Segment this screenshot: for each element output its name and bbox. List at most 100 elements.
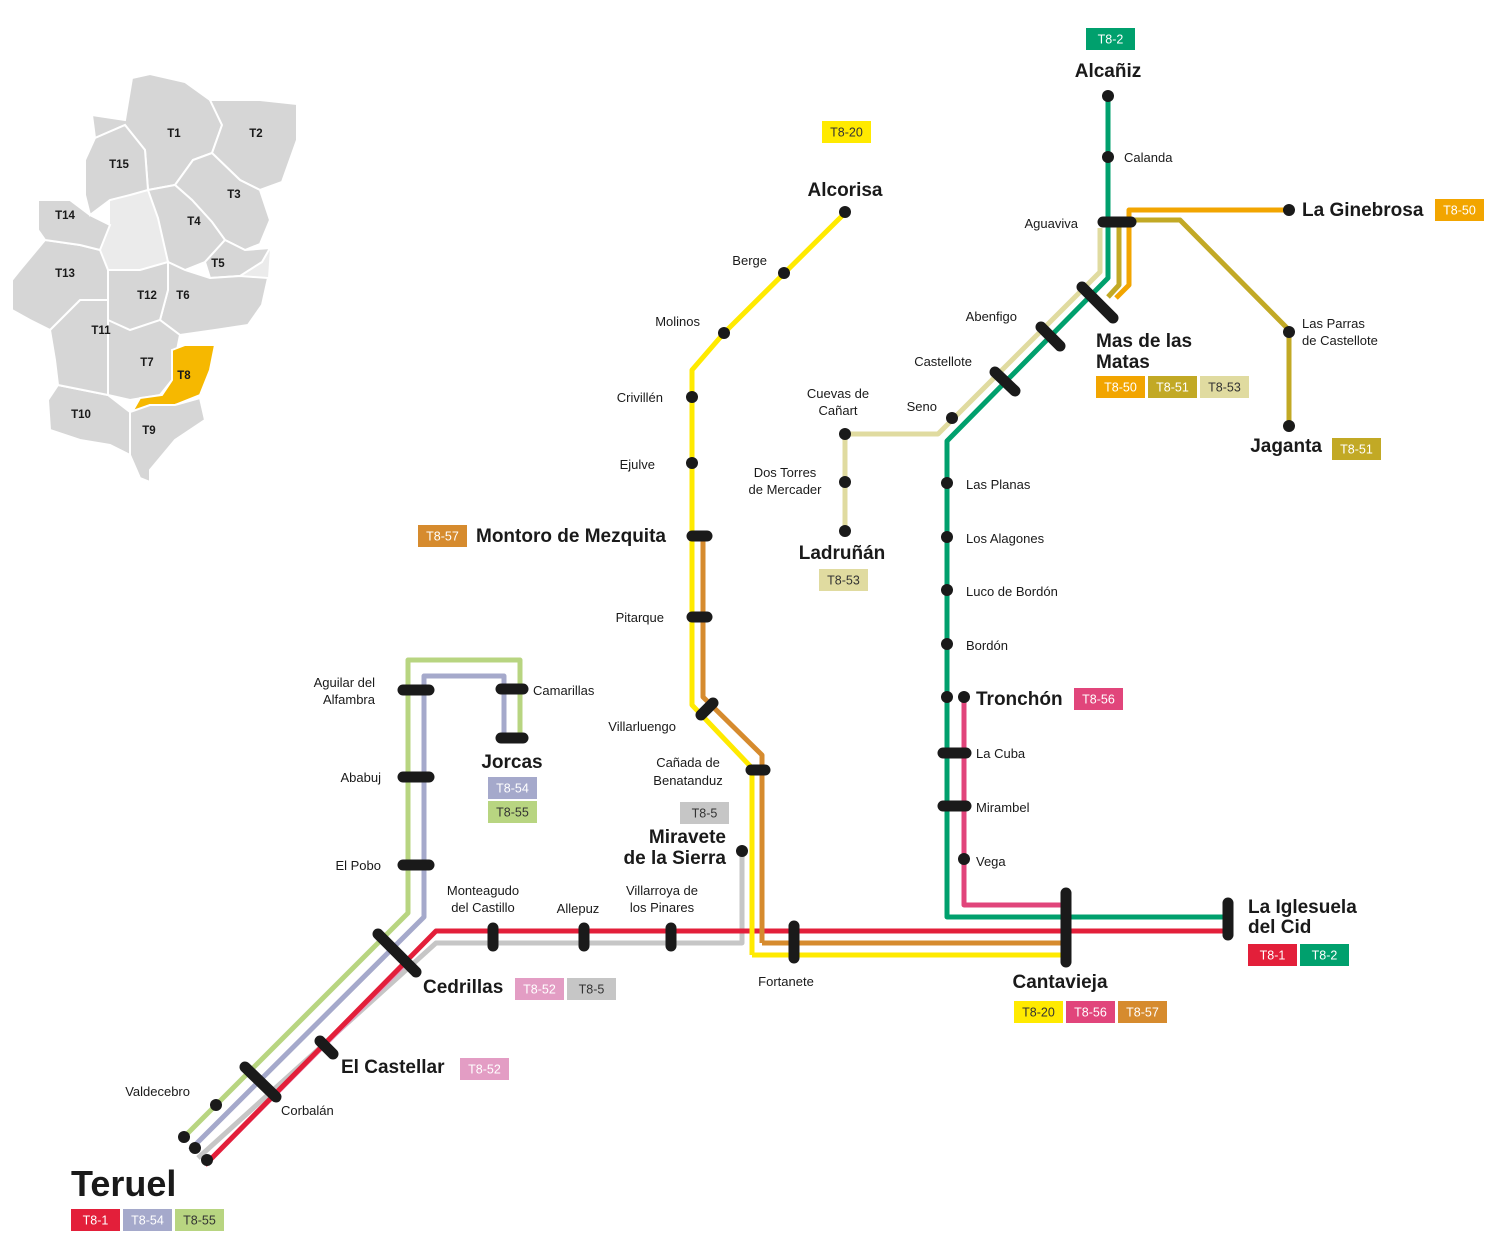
stop-interchange-bar bbox=[239, 1061, 282, 1103]
inset-neighbour-area bbox=[100, 190, 168, 270]
line-badge-label: T8-20 bbox=[830, 126, 863, 140]
station-label-line: Castellote bbox=[914, 354, 972, 369]
line-badge-swatch bbox=[1200, 376, 1249, 398]
stop-markers bbox=[178, 90, 1295, 1166]
station-label-cedrillas: Cedrillas bbox=[423, 977, 503, 998]
station-label-monteagudo: Monteagudo del Castillo bbox=[447, 883, 519, 915]
station-label-el-castellar: El Castellar bbox=[341, 1057, 445, 1078]
station-label-jaganta: Jaganta bbox=[1250, 436, 1322, 457]
line-badge-t8-57: T8-57 bbox=[418, 525, 467, 547]
station-label-ababuj: Ababuj bbox=[341, 770, 382, 785]
station-label-line: Benatanduz bbox=[653, 773, 722, 788]
station-label-montoro: Montoro de Mezquita bbox=[476, 526, 666, 547]
station-label-line: Mas de las bbox=[1096, 331, 1192, 352]
line-badge-t8-52: T8-52 bbox=[515, 978, 564, 1000]
station-label-bordon: Bordón bbox=[966, 638, 1008, 653]
stop-dot bbox=[718, 327, 730, 339]
line-badge-swatch bbox=[1248, 944, 1297, 966]
line-badge-swatch bbox=[819, 569, 868, 591]
station-label-line: del Castillo bbox=[451, 900, 515, 915]
station-label-aguaviva: Aguaviva bbox=[1025, 216, 1079, 231]
station-label-line: Matas bbox=[1096, 352, 1150, 373]
inset-region-t14 bbox=[37, 199, 112, 252]
station-label-fortanete: Fortanete bbox=[758, 974, 814, 989]
stop-dot bbox=[946, 412, 958, 424]
stop-interchange-bar bbox=[989, 366, 1021, 397]
station-label-line: Monteagudo bbox=[447, 883, 519, 898]
stop-dot bbox=[1283, 420, 1295, 432]
station-label-line: Corbalán bbox=[281, 1103, 334, 1118]
station-label-line: Allepuz bbox=[557, 901, 600, 916]
line-badge-label: T8-1 bbox=[83, 1214, 109, 1228]
stop-dot bbox=[178, 1131, 190, 1143]
station-label-line: Montoro de Mezquita bbox=[476, 526, 666, 547]
line-badge-label: T8-52 bbox=[523, 983, 556, 997]
line-badge-label: T8-50 bbox=[1104, 381, 1137, 395]
stop-dot bbox=[839, 428, 851, 440]
line-badge-t8-56: T8-56 bbox=[1074, 688, 1123, 710]
station-label-line: Los Alagones bbox=[966, 531, 1045, 546]
inset-region-label: T9 bbox=[142, 425, 155, 437]
line-badge-swatch bbox=[123, 1209, 172, 1231]
line-badge-swatch bbox=[680, 802, 729, 824]
line-badge-swatch bbox=[822, 121, 871, 143]
line-badge-label: T8-55 bbox=[496, 806, 529, 820]
line-badge-t8-54: T8-54 bbox=[488, 777, 537, 799]
inset-region-label: T14 bbox=[55, 210, 75, 222]
station-label-alcaniz: Alcañiz bbox=[1075, 61, 1142, 82]
station-label-line: Miravete bbox=[649, 827, 726, 848]
station-label-la-cuba: La Cuba bbox=[976, 746, 1026, 761]
station-label-line: Valdecebro bbox=[125, 1084, 190, 1099]
line-badge-label: T8-57 bbox=[1126, 1006, 1159, 1020]
line-badge-swatch bbox=[418, 525, 467, 547]
line-badge-swatch bbox=[460, 1058, 509, 1080]
line-badge-label: T8-2 bbox=[1098, 33, 1124, 47]
station-label-line: Jaganta bbox=[1250, 436, 1322, 457]
line-badge-label: T8-51 bbox=[1156, 381, 1189, 395]
stop-dot bbox=[941, 477, 953, 489]
stop-dot bbox=[1283, 326, 1295, 338]
line-badge-label: T8-20 bbox=[1022, 1006, 1055, 1020]
station-label-valdecebro: Valdecebro bbox=[125, 1084, 190, 1099]
inset-region-label: T5 bbox=[211, 258, 225, 270]
stop-interchange-bar bbox=[314, 1035, 339, 1060]
station-label-line: los Pinares bbox=[630, 900, 695, 915]
stop-dot bbox=[686, 457, 698, 469]
stop-dot bbox=[839, 476, 851, 488]
station-label-line: Pitarque bbox=[616, 610, 664, 625]
line-badge-t8-55: T8-55 bbox=[488, 801, 537, 823]
station-label-line: El Pobo bbox=[335, 858, 381, 873]
line-badge-t8-20: T8-20 bbox=[1014, 1001, 1063, 1023]
stop-dot bbox=[778, 267, 790, 279]
line-badge-label: T8-53 bbox=[827, 574, 860, 588]
line-badge-label: T8-56 bbox=[1082, 693, 1115, 707]
line-badge-label: T8-54 bbox=[131, 1214, 164, 1228]
station-label-line: del Cid bbox=[1248, 917, 1311, 938]
line-badge-label: T8-2 bbox=[1312, 949, 1338, 963]
station-label-line: Las Planas bbox=[966, 477, 1031, 492]
station-label-teruel: Teruel bbox=[71, 1163, 176, 1204]
line-badge-t8-1: T8-1 bbox=[71, 1209, 120, 1231]
station-label-tronchon: Tronchón bbox=[976, 689, 1063, 710]
line-badge-swatch bbox=[488, 777, 537, 799]
station-label-luco: Luco de Bordón bbox=[966, 584, 1058, 599]
station-label-villarluengo: Villarluengo bbox=[608, 719, 676, 734]
station-label-line: Villarluengo bbox=[608, 719, 676, 734]
station-label-line: Ababuj bbox=[341, 770, 382, 785]
station-label-line: Alcorisa bbox=[808, 180, 883, 201]
stop-interchange-bar bbox=[1076, 281, 1119, 324]
station-label-line: Aguaviva bbox=[1025, 216, 1079, 231]
station-label-line: Vega bbox=[976, 854, 1006, 869]
station-label-line: Camarillas bbox=[533, 683, 595, 698]
station-label-line: Cuevas de bbox=[807, 386, 869, 401]
station-label-line: Cañada de bbox=[656, 755, 720, 770]
line-badge-swatch bbox=[1300, 944, 1349, 966]
stop-interchange-bar bbox=[695, 697, 719, 721]
inset-region-label: T8 bbox=[177, 370, 191, 382]
station-label-line: La Cuba bbox=[976, 746, 1026, 761]
